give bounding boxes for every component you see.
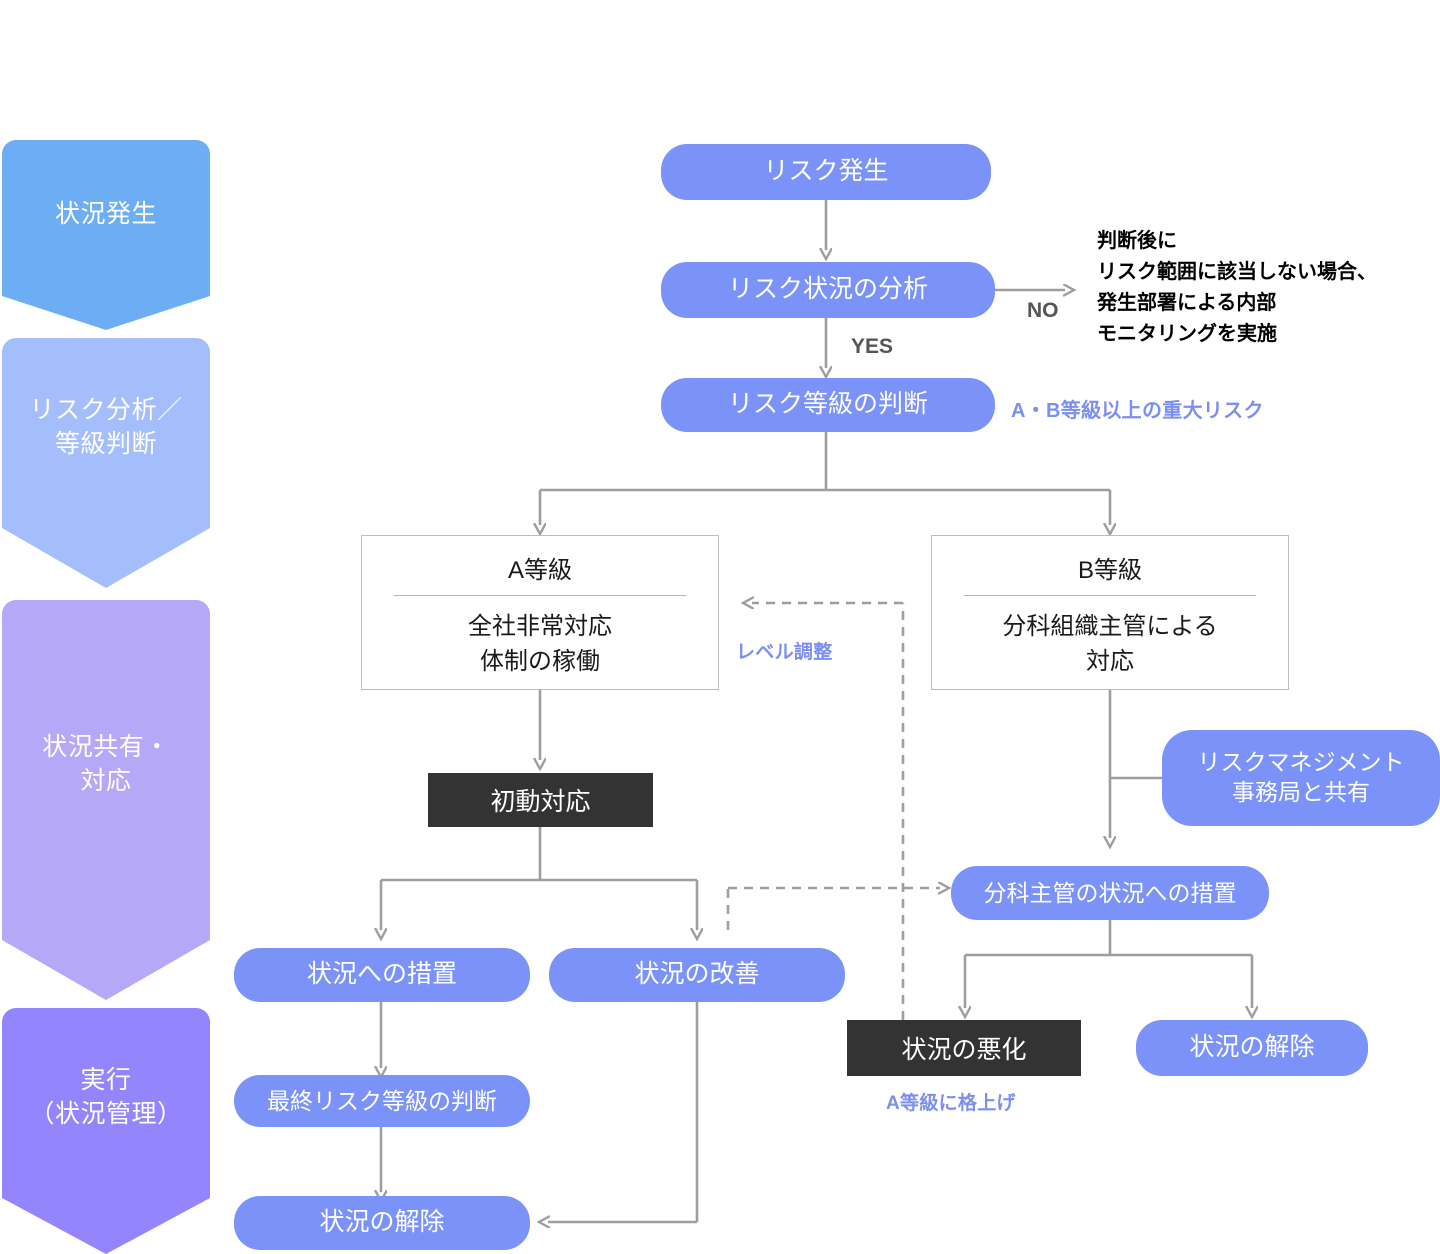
phase-banner-occurrence: 状況発生 [2,140,210,290]
divider [964,595,1256,596]
phase-body [2,338,210,518]
label-no: NO [1027,299,1059,322]
node-subcommittee-measure[interactable]: 分科主管の状況への措置 [951,866,1269,920]
node-initial-response[interactable]: 初動対応 [428,773,653,827]
label-no-note: 判断後に リスク範囲に該当しない場合、 発生部署による内部 モニタリングを実施 [1097,230,1377,345]
node-label: 分科主管の状況への措置 [983,879,1237,906]
phase-tip-analysis [2,518,210,588]
label-yes: YES [851,335,894,358]
phase-label: 状況共有・ 対応 [42,733,170,795]
node-label: 状況の悪化 [901,1036,1027,1064]
phase-body [2,140,210,290]
divider [394,595,686,596]
node-label: リスク状況の分析 [727,275,928,304]
label-level-adjust: レベル調整 [736,642,833,663]
phase-tip-occurrence [2,290,210,330]
node-label: 初動対応 [490,788,591,816]
node-situation-improvement[interactable]: 状況の改善 [549,948,845,1002]
node-risk-analysis[interactable]: リスク状況の分析 [661,262,995,318]
card-grade-b[interactable]: B等級 分科組織主管による 対応 [931,535,1289,690]
node-rm-office-share[interactable]: リスクマネジメント 事務局と共有 [1162,730,1440,826]
node-label: 状況の解除 [1189,1033,1315,1062]
node-label: 状況の解除 [319,1208,445,1237]
phase-body [2,600,210,930]
card-grade-a[interactable]: A等級 全社非常対応 体制の稼働 [361,535,719,690]
phase-tip [2,518,210,588]
node-situation-release-left[interactable]: 状況の解除 [234,1196,530,1250]
phase-banner-share: 状況共有・ 対応 [2,600,210,930]
phase-label: 状況発生 [54,200,157,229]
phase-tip [2,930,210,1000]
node-label: リスク発生 [763,157,889,186]
phase-tip [2,1188,210,1254]
phase-tip [2,290,210,330]
phase-banner-execute: 実行 （状況管理） [2,1008,210,1188]
node-label: リスクマネジメント 事務局と共有 [1197,749,1405,805]
node-label: リスク等級の判断 [727,390,928,419]
label-upgrade-to-a: A等級に格上げ [886,1093,1016,1114]
phase-banner-analysis: リスク分析／ 等級判断 [2,338,210,518]
node-label: 状況への措置 [306,960,457,989]
card-grade-a-title: A等級 [507,557,572,584]
phase-tip-execute [2,1188,210,1254]
phase-tip-share [2,930,210,1000]
node-situation-release-right[interactable]: 状況の解除 [1136,1020,1368,1076]
node-risk-occurrence[interactable]: リスク発生 [661,144,991,200]
card-grade-a-body: 全社非常対応 体制の稼働 [468,613,612,675]
node-label: 最終リスク等級の判断 [267,1087,497,1114]
node-situation-worsening[interactable]: 状況の悪化 [847,1020,1081,1076]
node-risk-grade-decision[interactable]: リスク等級の判断 [661,378,995,432]
card-grade-b-title: B等級 [1077,557,1142,584]
card-grade-b-body: 分科組織主管による 対応 [1002,613,1218,675]
node-measure-for-situation[interactable]: 状況への措置 [234,948,530,1002]
phase-body [2,1008,210,1188]
label-grade-note: A・B等級以上の重大リスク [1011,400,1264,422]
node-label: 状況の改善 [634,960,760,989]
phase-label: 実行 （状況管理） [29,1066,183,1128]
phase-label: リスク分析／ 等級判断 [29,396,183,458]
node-final-grade-decision[interactable]: 最終リスク等級の判断 [234,1075,530,1127]
